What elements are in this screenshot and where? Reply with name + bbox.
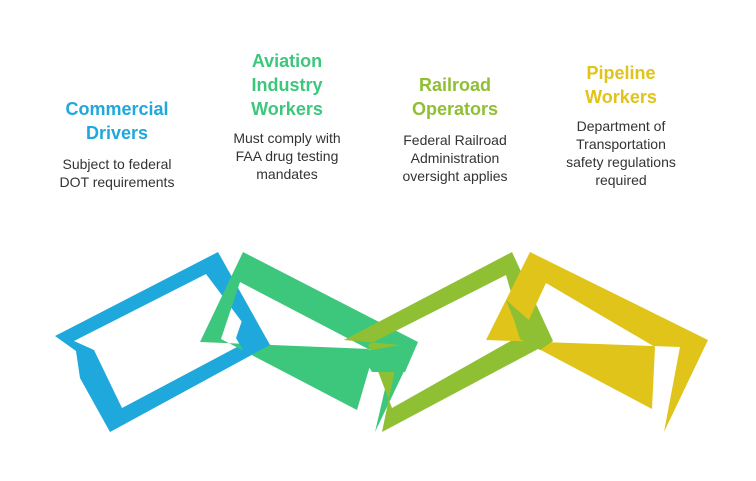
title-line: Commercial <box>65 99 169 119</box>
desc-line: Transportation <box>576 136 666 152</box>
desc-line: mandates <box>256 166 318 182</box>
desc-line: Subject to federal <box>62 156 172 172</box>
chain-link-blue <box>55 252 270 432</box>
title-line: Railroad <box>418 75 492 95</box>
desc-line: oversight applies <box>402 168 508 184</box>
item-description: Must comply with FAA drug testing mandat… <box>192 129 382 183</box>
item-title: Commercial Drivers <box>22 97 212 145</box>
chain-interlock-overlays <box>236 300 553 372</box>
desc-line: safety regulations <box>566 154 676 170</box>
desc-line: required <box>595 172 647 188</box>
desc-line: Federal Railroad <box>403 132 507 148</box>
item-description: Federal Railroad Administration oversigh… <box>360 131 550 185</box>
desc-line: DOT requirements <box>59 174 175 190</box>
item-title: Railroad Operators <box>360 73 550 121</box>
item-pipeline-workers: Pipeline Workers Department of Transport… <box>526 61 716 189</box>
title-line: Workers <box>251 99 323 119</box>
item-commercial-drivers: Commercial Drivers Subject to federal DO… <box>22 97 212 191</box>
title-line: Industry <box>251 75 323 95</box>
chain-link-olive <box>344 252 553 432</box>
desc-line: FAA drug testing <box>235 148 339 164</box>
chain-link-yellow <box>486 252 708 432</box>
item-description: Department of Transportation safety regu… <box>526 117 716 189</box>
title-line: Aviation <box>251 51 323 71</box>
chain-link-green <box>200 252 418 432</box>
desc-line: Department of <box>576 118 666 134</box>
item-aviation-industry-workers: Aviation Industry Workers Must comply wi… <box>192 49 382 183</box>
item-description: Subject to federal DOT requirements <box>22 155 212 191</box>
title-line: Workers <box>585 87 657 107</box>
desc-line: Administration <box>410 150 500 166</box>
title-line: Operators <box>411 99 499 119</box>
title-line: Pipeline <box>586 63 656 83</box>
item-title: Pipeline Workers <box>526 61 716 109</box>
item-railroad-operators: Railroad Operators Federal Railroad Admi… <box>360 73 550 185</box>
item-title: Aviation Industry Workers <box>192 49 382 121</box>
title-line: Drivers <box>85 123 149 143</box>
desc-line: Must comply with <box>233 130 341 146</box>
